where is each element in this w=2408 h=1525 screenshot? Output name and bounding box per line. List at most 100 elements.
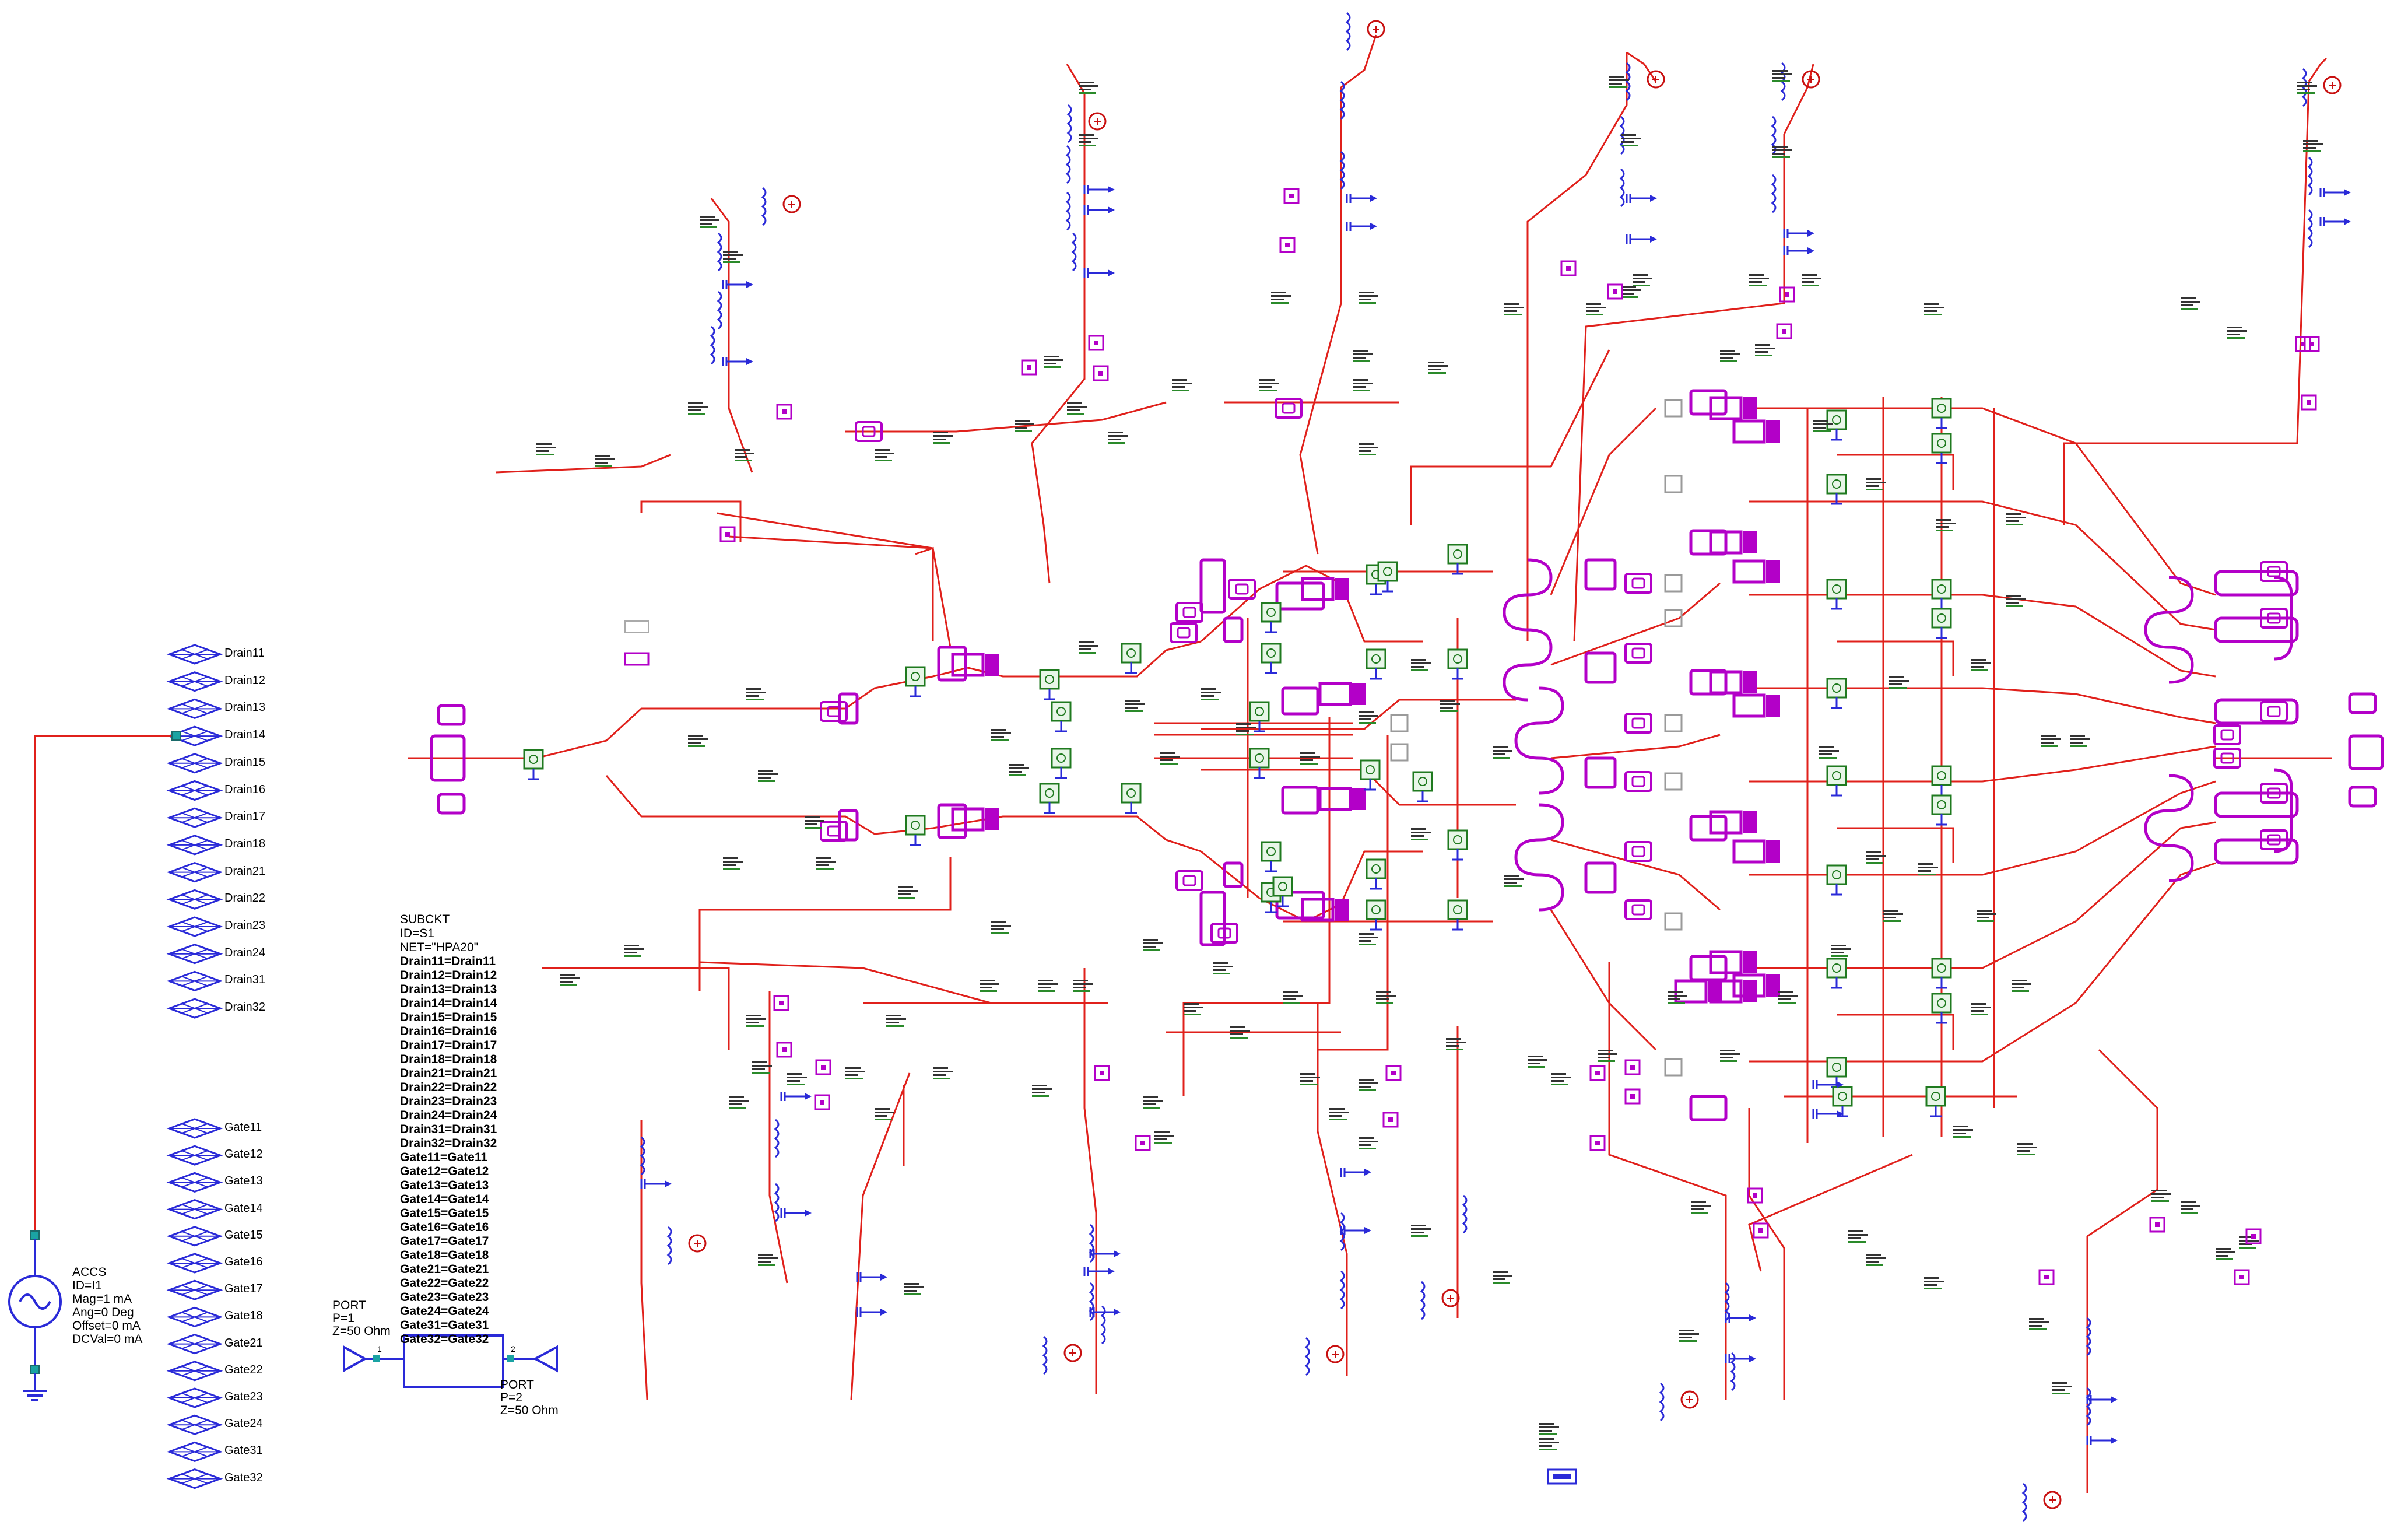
component-annotation xyxy=(1866,1254,1886,1266)
component-annotation xyxy=(1924,1277,1944,1289)
component-annotation xyxy=(723,857,743,870)
bypass-capacitor xyxy=(856,1271,889,1283)
bypass-capacitor xyxy=(1725,1353,1757,1365)
dc-source xyxy=(1367,20,1385,38)
gate-port-symbol[interactable] xyxy=(168,1253,222,1274)
pad xyxy=(1170,622,1198,643)
component-annotation xyxy=(1831,945,1851,957)
drain-port-column xyxy=(168,644,222,1019)
square-element xyxy=(2038,1269,2055,1285)
transistor-cell xyxy=(1121,643,1142,674)
dc-source xyxy=(1088,112,1107,131)
drain-port-symbol[interactable] xyxy=(168,644,222,665)
transistor-cell xyxy=(1051,701,1072,732)
gate-port-symbol[interactable] xyxy=(168,1118,222,1139)
bypass-capacitor xyxy=(722,279,754,290)
gate-port-symbol[interactable] xyxy=(168,1414,222,1435)
dc-source xyxy=(782,195,801,213)
title-block xyxy=(1539,1423,1577,1485)
subckt-mapping-line: Gate12=Gate12 xyxy=(400,1165,489,1178)
bypass-capacitor xyxy=(1083,184,1116,195)
square-element xyxy=(1753,1222,1769,1239)
component-annotation xyxy=(1679,1330,1699,1342)
gate-port-symbol[interactable] xyxy=(168,1441,222,1462)
transistor-cell xyxy=(1931,608,1952,639)
bias-inductor xyxy=(717,232,722,272)
accs-line: Mag=1 mA xyxy=(72,1292,132,1306)
drain-port-symbol[interactable] xyxy=(168,671,222,692)
component-annotation xyxy=(758,770,778,782)
drain-port-label: Drain22 xyxy=(224,892,266,905)
accs-source xyxy=(8,731,181,1401)
component-annotation xyxy=(2181,1201,2200,1214)
gate-port-label: Gate31 xyxy=(224,1444,263,1457)
gray-element xyxy=(1390,743,1409,762)
drain-port-symbol[interactable] xyxy=(168,753,222,774)
gate-port-symbol[interactable] xyxy=(168,1334,222,1355)
drain-port-symbol[interactable] xyxy=(168,944,222,965)
square-element xyxy=(776,404,792,420)
gate-port-symbol[interactable] xyxy=(168,1279,222,1300)
component-annotation xyxy=(1493,1271,1512,1284)
subckt-mapping-line: Drain13=Drain13 xyxy=(400,983,497,996)
subckt-mapping-line: Drain15=Drain15 xyxy=(400,1011,497,1024)
gate-port-symbol[interactable] xyxy=(168,1199,222,1220)
component-annotation xyxy=(1778,991,1798,1004)
component-annotation xyxy=(1359,933,1378,945)
drain-port-symbol[interactable] xyxy=(168,835,222,856)
gate-port-symbol[interactable] xyxy=(168,1468,222,1489)
dc-source xyxy=(1647,70,1665,89)
gate-port-label: Gate21 xyxy=(224,1336,263,1349)
gate-port-symbol[interactable] xyxy=(168,1226,222,1247)
bias-inductor xyxy=(1066,191,1071,231)
square-element xyxy=(1279,237,1296,253)
component-annotation xyxy=(1586,303,1606,315)
gate-port-symbol[interactable] xyxy=(168,1387,222,1408)
component-annotation xyxy=(1359,1137,1378,1149)
drain-port-symbol[interactable] xyxy=(168,780,222,801)
gray-element xyxy=(1664,574,1683,593)
drain-port-symbol[interactable] xyxy=(168,970,222,991)
subckt-mapping-line: Drain14=Drain14 xyxy=(400,997,497,1010)
component-annotation xyxy=(1184,1003,1203,1015)
bias-inductor xyxy=(2302,68,2307,107)
gate-port-symbol[interactable] xyxy=(168,1172,222,1193)
transistor-cell xyxy=(1826,765,1847,797)
component-annotation xyxy=(2017,1143,2037,1155)
component-annotation xyxy=(1691,1201,1711,1214)
drain-port-symbol[interactable] xyxy=(168,862,222,883)
subcircuit-symbol[interactable] xyxy=(365,1334,535,1388)
gate-port-symbol[interactable] xyxy=(168,1306,222,1327)
component-annotation xyxy=(1079,641,1098,654)
drain-port-symbol[interactable] xyxy=(168,889,222,910)
port-2-pin-label: 2 xyxy=(511,1344,515,1354)
transistor-cell xyxy=(1826,864,1847,896)
dc-source xyxy=(1680,1390,1699,1409)
component-annotation xyxy=(758,1254,778,1266)
drain-port-symbol[interactable] xyxy=(168,698,222,719)
gate-port-symbol[interactable] xyxy=(168,1361,222,1382)
port-2-symbol[interactable] xyxy=(532,1345,558,1373)
gate-port-label: Gate17 xyxy=(224,1282,263,1296)
transistor-cell xyxy=(1826,579,1847,610)
bias-inductor xyxy=(1042,1335,1048,1375)
component-annotation xyxy=(2006,513,2026,525)
drain-port-symbol[interactable] xyxy=(168,916,222,937)
bias-inductor xyxy=(1067,104,1072,143)
drain-port-symbol[interactable] xyxy=(168,807,222,828)
pad-block xyxy=(1734,695,1779,716)
transistor-cell xyxy=(1360,759,1381,791)
component-annotation xyxy=(688,735,708,747)
bias-inductor xyxy=(774,1183,780,1222)
pad xyxy=(1624,771,1652,792)
gate-port-symbol[interactable] xyxy=(168,1145,222,1166)
drain-port-symbol[interactable] xyxy=(168,998,222,1019)
bypass-capacitor xyxy=(2319,216,2352,227)
gray-element xyxy=(1664,475,1683,493)
gate-port-label: Gate23 xyxy=(224,1390,263,1403)
bias-inductor xyxy=(1072,232,1077,272)
pad xyxy=(1624,899,1652,920)
square-element xyxy=(814,1094,830,1110)
port-1-symbol[interactable] xyxy=(343,1345,368,1373)
